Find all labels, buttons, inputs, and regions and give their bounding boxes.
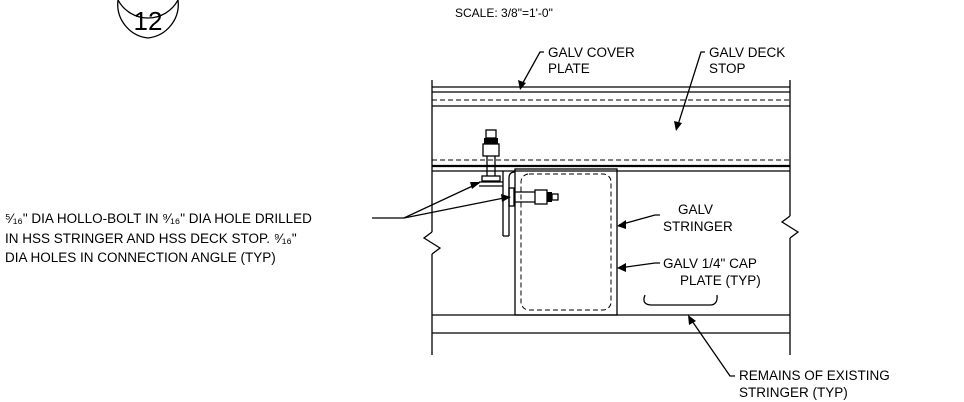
svg-text:IN HSS STRINGER AND HSS DECK S: IN HSS STRINGER AND HSS DECK STOP. ⁹⁄₁₆" (5, 231, 297, 246)
label-cap-plate: GALV 1/4" CAP PLATE (TYP) (663, 256, 761, 288)
svg-text:PLATE (TYP): PLATE (TYP) (680, 273, 761, 288)
bottom-plate (432, 314, 790, 334)
right-break-line (780, 80, 800, 355)
svg-text:GALV COVER: GALV COVER (548, 45, 635, 60)
deck-stop (432, 159, 790, 172)
vertical-bolt (479, 129, 503, 187)
svg-text:DIA HOLES IN CONNECTION ANGLE: DIA HOLES IN CONNECTION ANGLE (TYP) (5, 250, 276, 265)
svg-text:GALV DECK: GALV DECK (709, 45, 785, 60)
hss-stringer (514, 168, 618, 316)
detail-number: 12 (134, 6, 163, 36)
svg-text:STRINGER (TYP): STRINGER (TYP) (739, 385, 848, 400)
label-stringer: GALV STRINGER (663, 202, 733, 234)
svg-text:REMAINS OF EXISTING: REMAINS OF EXISTING (739, 368, 890, 383)
horizontal-bolt (508, 187, 559, 207)
label-bolt-note: ⁵⁄₁₆" DIA HOLLO-BOLT IN ⁹⁄₁₆" DIA HOLE D… (5, 211, 312, 265)
detail-circle (117, 0, 179, 19)
existing-stringer-bracket (643, 294, 718, 306)
left-break-line (422, 80, 442, 355)
detail-bubble: 12 (117, 0, 179, 39)
label-deck-stop: GALV DECK STOP (709, 45, 785, 76)
svg-text:⁵⁄₁₆" DIA HOLLO-BOLT IN ⁹⁄₁₆": ⁵⁄₁₆" DIA HOLLO-BOLT IN ⁹⁄₁₆" DIA HOLE D… (5, 211, 312, 226)
leaders (372, 51, 735, 377)
svg-text:STRINGER: STRINGER (663, 219, 733, 234)
scale-note: SCALE: 3/8"=1'-0" (455, 6, 553, 20)
label-existing-stringer: REMAINS OF EXISTING STRINGER (TYP) (739, 368, 890, 400)
svg-text:GALV: GALV (678, 202, 713, 217)
svg-text:GALV 1/4" CAP: GALV 1/4" CAP (663, 256, 757, 271)
svg-text:STOP: STOP (709, 61, 746, 76)
label-cover-plate: GALV COVER PLATE (548, 45, 635, 76)
cover-plate (432, 86, 790, 107)
svg-text:PLATE: PLATE (548, 61, 590, 76)
